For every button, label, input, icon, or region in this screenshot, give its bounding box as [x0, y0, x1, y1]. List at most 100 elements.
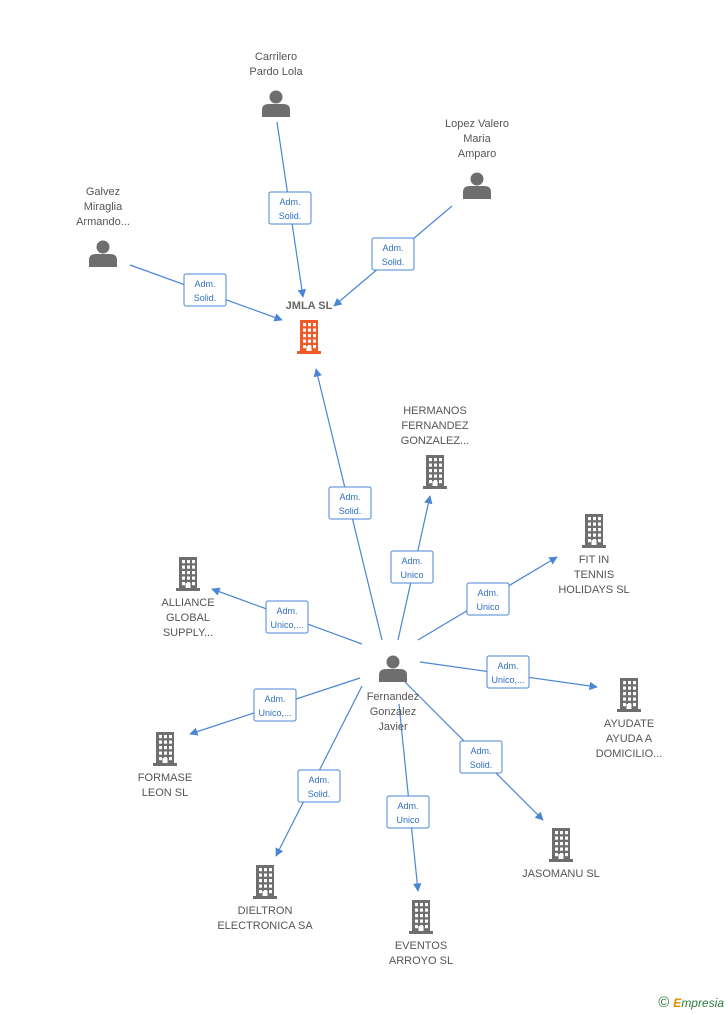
edge-label-text: Solid. [308, 789, 331, 799]
node-jmla[interactable]: JMLA SL [286, 300, 333, 354]
edge-fernandez-jasomanu: Adm. Solid. [404, 681, 544, 821]
node-label: DIELTRON [238, 905, 293, 917]
edge-label-box[interactable] [328, 486, 372, 520]
edge-lopez-jmla: Adm. Solid. [333, 205, 453, 307]
node-label: Miraglia [84, 201, 123, 213]
node-label: FERNANDEZ [401, 420, 469, 432]
node-label: ELECTRONICA SA [217, 920, 313, 932]
edge-label-box[interactable] [268, 191, 312, 225]
edge-label-text: Unico [476, 602, 499, 612]
edge-label-text: Adm. [339, 492, 360, 502]
node-jasomanu[interactable]: JASOMANU SL [522, 828, 600, 880]
building-icon [617, 678, 641, 712]
node-label: Armando... [76, 216, 130, 228]
node-label: EVENTOS [395, 940, 447, 952]
node-label: Fernandez [367, 691, 420, 703]
node-label: FIT IN [579, 554, 609, 566]
edge-label-text: Adm. [276, 606, 297, 616]
edge-label-text: Adm. [264, 694, 285, 704]
edge-label-box[interactable] [371, 237, 415, 271]
edge-galvez-jmla: Adm. Solid. [129, 264, 283, 322]
node-label: HOLIDAYS SL [558, 584, 629, 596]
person-icon [262, 90, 290, 117]
edge-label-text: Unico,... [258, 708, 291, 718]
node-label: ALLIANCE [161, 597, 214, 609]
building-icon [549, 828, 573, 862]
edge-fernandez-fitin: Adm. Unico [417, 556, 558, 641]
node-dieltron[interactable]: DIELTRON ELECTRONICA SA [217, 865, 313, 932]
node-ayudate[interactable]: AYUDATE AYUDA A DOMICILIO... [596, 678, 663, 760]
edge-fernandez-eventos: Adm. Unico [386, 703, 430, 892]
edge-label-text: Adm. [382, 243, 403, 253]
node-label: Gonzalez [370, 706, 416, 718]
edge-label-box[interactable] [183, 273, 227, 307]
node-label: Galvez [86, 186, 120, 198]
edge-fernandez-ayudate: Adm. Unico,... [419, 655, 598, 691]
node-label: SUPPLY... [163, 627, 213, 639]
edge-label-text: Adm. [279, 197, 300, 207]
edge-label-text: Solid. [470, 760, 493, 770]
edge-label-text: Unico,... [270, 620, 303, 630]
building-icon [582, 514, 606, 548]
edge-label-box[interactable] [265, 600, 309, 634]
edge-label-text: Solid. [279, 211, 302, 221]
building-icon [409, 900, 433, 934]
edge-label-text: Adm. [477, 588, 498, 598]
edges-layer: Adm. Solid. Adm. Solid. Adm. Solid. Adm. Solid.… [129, 121, 598, 892]
node-label: Carrilero [255, 51, 297, 63]
node-label: GLOBAL [166, 612, 210, 624]
edge-label-text: Unico [400, 570, 423, 580]
edge-label-text: Adm. [194, 279, 215, 289]
edge-label-box[interactable] [390, 550, 434, 584]
edge-label-text: Adm. [497, 661, 518, 671]
edge-fernandez-jmla: Adm.Solid. [313, 368, 383, 641]
edge-label-box[interactable] [466, 582, 510, 616]
person-icon [463, 172, 491, 199]
edge-carrilero-jmla: Adm. Solid. [268, 121, 312, 298]
node-label: JASOMANU SL [522, 868, 600, 880]
person-icon [379, 655, 407, 682]
edge-label-text: Adm. [308, 775, 329, 785]
node-label: Pardo Lola [249, 66, 303, 78]
building-icon [253, 865, 277, 899]
edge-label-box[interactable] [253, 688, 297, 722]
node-label: DOMICILIO... [596, 748, 663, 760]
edge-label-box[interactable] [386, 795, 430, 829]
node-hermanos[interactable]: HERMANOSFERNANDEZGONZALEZ... [401, 405, 469, 489]
building-icon [423, 455, 447, 489]
node-alliance[interactable]: ALLIANCE GLOBAL SUPPLY... [161, 557, 215, 639]
edge-label-text: Unico [396, 815, 419, 825]
edge-fernandez-formase: Adm. Unico,... [189, 677, 361, 736]
node-label: AYUDA A [606, 733, 653, 745]
node-label: JMLA SL [286, 300, 333, 312]
edge-label-box[interactable] [297, 769, 341, 803]
edge-label-text: Solid. [194, 293, 217, 303]
node-eventos[interactable]: EVENTOS ARROYO SL [389, 900, 453, 967]
node-label: Amparo [458, 148, 497, 160]
edge-label-text: Unico,... [491, 675, 524, 685]
node-label: Lopez Valero [445, 118, 509, 130]
node-label: Maria [463, 133, 491, 145]
building-icon [176, 557, 200, 591]
node-label: FORMASE [138, 772, 192, 784]
edge-label-text: Adm. [397, 801, 418, 811]
edge-label-text: Solid. [382, 257, 405, 267]
node-galvez[interactable]: GalvezMiragliaArmando... [76, 186, 130, 267]
edge-label-box[interactable] [486, 655, 530, 689]
edge-label-text: Adm. [470, 746, 491, 756]
node-label: GONZALEZ... [401, 435, 469, 447]
copyright-symbol: © [658, 994, 670, 1011]
edge-fernandez-dieltron: Adm. Solid. [275, 685, 363, 857]
node-label: AYUDATE [604, 718, 654, 730]
edge-label-box[interactable] [459, 740, 503, 774]
edge-fernandez-hermanos: Adm.Unico [390, 495, 434, 641]
node-label: ARROYO SL [389, 955, 453, 967]
building-icon [297, 320, 321, 354]
